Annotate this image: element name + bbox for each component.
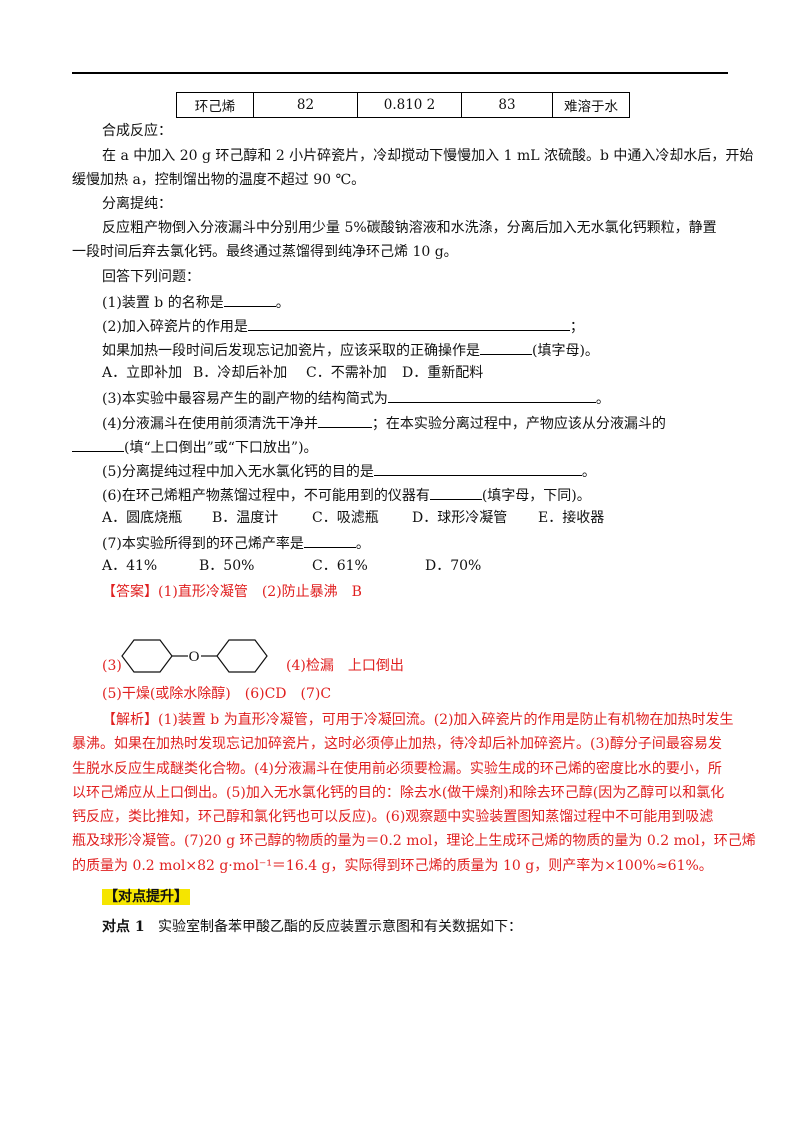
point-1-label: 对点 1: [102, 919, 145, 935]
question-3-text: (3)本实验中最容易产生的副产物的结构简式为: [102, 391, 388, 407]
answer-blank: [480, 340, 532, 355]
synthesis-paragraph-1: 在 a 中加入 20 g 环己醇和 2 小片碎瓷片，冷却搅动下慢慢加入 1 mL…: [102, 148, 754, 164]
answer-line-3: (5)干燥(或除水除醇) (6)CD (7)C: [102, 686, 332, 702]
question-6: (6)在环己烯粗产物蒸馏过程中，不可能用到的仪器有 (填字母，下同)。: [102, 485, 591, 505]
table-cell: 82: [253, 92, 358, 118]
question-1: (1)装置 b 的名称是 。: [102, 292, 290, 312]
answer-blank: [429, 485, 482, 500]
question-7-text: (7)本实验所得到的环己烯产率是: [102, 536, 304, 552]
question-2-end: ；: [569, 319, 584, 335]
option: D．球形冷凝管: [412, 510, 508, 526]
separation-paragraph-2: 一段时间后弃去氯化钙。最终通过蒸馏得到纯净环己烯 10 g。: [72, 244, 458, 260]
answer-blank: [223, 292, 276, 307]
analysis-line-1: 【解析】(1)装置 b 为直形冷凝管，可用于冷凝回流。(2)加入碎瓷片的作用是防…: [102, 711, 734, 729]
ether-structure-diagram: O: [121, 639, 268, 673]
oxygen-atom-label: O: [189, 649, 200, 665]
question-2-text: (2)加入碎瓷片的作用是: [102, 319, 248, 335]
question-7-end: 。: [355, 536, 370, 552]
option: A．41%: [102, 558, 158, 574]
option: D．70%: [425, 558, 482, 574]
question-4-end: (填“上口倒出”或“下口放出”)。: [124, 440, 318, 456]
answer-text-1: (1)直形冷凝管 (2)防止暴沸 B: [158, 584, 362, 600]
question-4-text-2: ；在本实验分离过程中，产物应该从分液漏斗的: [371, 416, 666, 432]
question-6-text: (6)在环己烯粗产物蒸馏过程中，不可能用到的仪器有: [102, 488, 430, 504]
option: A．圆底烧瓶: [102, 510, 183, 526]
table-cell: 83: [461, 92, 553, 118]
question-5-end: 。: [581, 464, 596, 480]
questions-intro: 回答下列问题：: [102, 269, 200, 285]
question-6-end: (填字母，下同)。: [481, 488, 591, 504]
table-row: 环己烯 82 0.810 2 83 难溶于水: [176, 92, 630, 118]
answer-line-2-prefix: (3): [102, 658, 122, 674]
question-1-end: 。: [275, 295, 290, 311]
answer-line-1: 【答案】(1)直形冷凝管 (2)防止暴沸 B: [102, 583, 362, 601]
analysis-line-4: 以环己烯应从上口倒出。(5)加入无水氯化钙的目的：除去水(做干燥剂)和除去环己醇…: [72, 785, 725, 801]
section-title: 【对点提升】: [102, 888, 190, 906]
question-5-text: (5)分离提纯过程中加入无水氯化钙的目的是: [102, 464, 374, 480]
answer-blank: [303, 533, 356, 548]
question-3: (3)本实验中最容易产生的副产物的结构简式为 。: [102, 388, 610, 408]
analysis-text-1: (1)装置 b 为直形冷凝管，可用于冷凝回流。(2)加入碎瓷片的作用是防止有机物…: [158, 712, 734, 728]
analysis-line-2: 暴沸。如果在加热时发现忘记加碎瓷片，这时必须停止加热，待冷却后补加碎瓷片。(3)…: [72, 736, 722, 752]
answer-line-2: (4)检漏 上口倒出: [286, 658, 404, 674]
table-cell: 0.810 2: [357, 92, 462, 118]
question-2-followup: 如果加热一段时间后发现忘记加瓷片，应该采取的正确操作是 (填字母)。: [102, 340, 599, 360]
separation-paragraph-1: 反应粗产物倒入分液漏斗中分别用少量 5%碳酸钠溶液和水洗涤，分离后加入无水氯化钙…: [102, 220, 717, 236]
table-cell: 环己烯: [176, 92, 254, 118]
option: B．冷却后补加: [193, 365, 288, 381]
header-rule: [72, 72, 728, 74]
answer-blank: [373, 461, 582, 476]
question-2-followup-end: (填字母)。: [532, 343, 599, 359]
cyclohexane-ring-left: [121, 639, 173, 673]
question-1-text: (1)装置 b 的名称是: [102, 295, 224, 311]
question-2-followup-text: 如果加热一段时间后发现忘记加瓷片，应该采取的正确操作是: [102, 343, 480, 359]
answer-blank: [317, 413, 372, 428]
synthesis-heading: 合成反应：: [102, 123, 172, 139]
option: D．重新配料: [402, 365, 484, 381]
question-4-continued: (填“上口倒出”或“下口放出”)。: [72, 437, 318, 457]
synthesis-paragraph-2: 缓慢加热 a，控制馏出物的温度不超过 90 ℃。: [72, 172, 366, 188]
point-1: 对点 1 实验室制备苯甲酸乙酯的反应装置示意图和有关数据如下：: [102, 918, 522, 936]
cyclohexane-ring-right: [216, 639, 268, 673]
question-4-text: (4)分液漏斗在使用前须清洗干净并: [102, 416, 318, 432]
analysis-line-6: 瓶及球形冷凝管。(7)20 g 环己醇的物质的量为＝0.2 mol，理论上生成环…: [72, 833, 756, 849]
question-7: (7)本实验所得到的环己烯产率是 。: [102, 533, 370, 553]
properties-table: 环己烯 82 0.810 2 83 难溶于水: [176, 92, 630, 118]
separation-heading: 分离提纯：: [102, 196, 172, 212]
option: C．不需补加: [306, 365, 387, 381]
question-3-end: 。: [595, 391, 610, 407]
answer-blank: [247, 316, 570, 331]
question-2: (2)加入碎瓷片的作用是 ；: [102, 316, 584, 336]
option: E．接收器: [538, 510, 605, 526]
analysis-line-3: 生脱水反应生成醚类化合物。(4)分液漏斗在使用前必须要检漏。实验生成的环己烯的密…: [72, 761, 722, 777]
answer-label: 【答案】: [102, 584, 158, 600]
question-4: (4)分液漏斗在使用前须清洗干净并 ；在本实验分离过程中，产物应该从分液漏斗的: [102, 413, 666, 433]
section-title-text: 【对点提升】: [102, 889, 190, 905]
analysis-label: 【解析】: [102, 712, 158, 728]
option: C．61%: [312, 558, 368, 574]
option: C．吸滤瓶: [312, 510, 379, 526]
table-cell: 难溶于水: [552, 92, 630, 118]
option: B．温度计: [212, 510, 279, 526]
analysis-line-7: 的质量为 0.2 mol×82 g·mol⁻¹＝16.4 g，实际得到环己烯的质…: [72, 858, 713, 874]
point-1-text: 实验室制备苯甲酸乙酯的反应装置示意图和有关数据如下：: [157, 919, 522, 935]
answer-blank: [72, 437, 124, 452]
option: A．立即补加: [102, 365, 183, 381]
analysis-line-5: 钙反应，类比推知，环己醇和氯化钙也可以反应)。(6)观察题中实验装置图知蒸馏过程…: [72, 809, 714, 825]
option: B．50%: [199, 558, 255, 574]
question-5: (5)分离提纯过程中加入无水氯化钙的目的是 。: [102, 461, 596, 481]
answer-blank: [387, 388, 596, 403]
